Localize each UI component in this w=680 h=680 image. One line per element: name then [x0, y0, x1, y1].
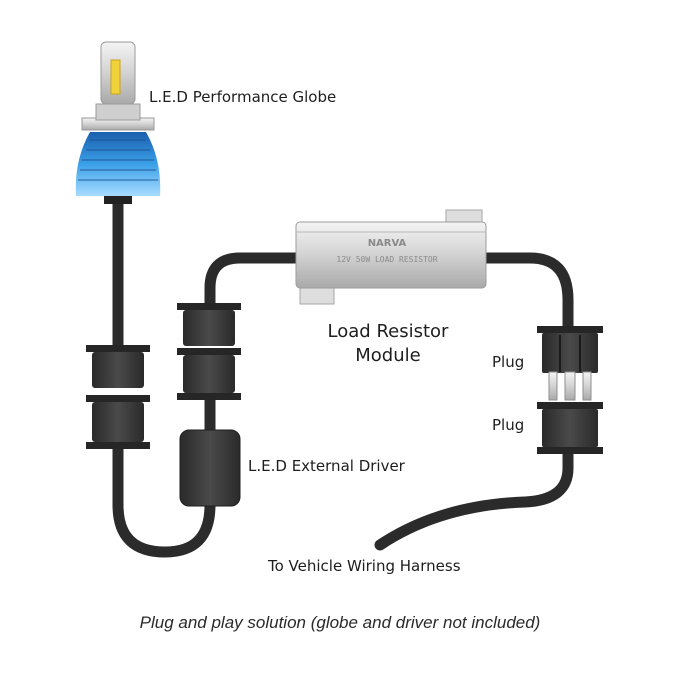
led-chip: [110, 59, 121, 95]
plug-bottom: [537, 402, 603, 454]
globe-base: [104, 196, 132, 204]
diagram-caption: Plug and play solution (globe and driver…: [139, 613, 541, 632]
cable-to-harness: [374, 444, 574, 551]
cable-to-resistor: [204, 252, 306, 314]
globe-neck: [95, 103, 141, 121]
label-load-resistor: Load Resistor Module: [318, 320, 458, 368]
resistor-brand: NARVA: [368, 238, 407, 249]
led-globe-icon: [75, 41, 161, 204]
cable-resistor-right: [479, 252, 574, 336]
label-led-globe: L.E.D Performance Globe: [149, 88, 337, 106]
plug-top: [537, 326, 603, 401]
led-driver-icon: [179, 429, 241, 507]
resistor-rating: 12V 50W LOAD RESISTOR: [336, 255, 437, 264]
resistor-input-connector: [177, 303, 241, 400]
cables: [112, 192, 574, 558]
label-plug-top: Plug: [492, 353, 525, 371]
globe-heatsink: [75, 132, 161, 196]
globe-connector: [86, 345, 150, 449]
label-led-driver: L.E.D External Driver: [248, 457, 405, 475]
cable-left-loop: [112, 434, 216, 558]
label-plug-bottom: Plug: [492, 416, 525, 434]
load-resistor-icon: NARVA 12V 50W LOAD RESISTOR: [295, 209, 487, 305]
label-load-resistor-line2: Module: [355, 345, 421, 366]
label-load-resistor-line1: Load Resistor: [327, 321, 449, 342]
label-vehicle-harness: To Vehicle Wiring Harness: [268, 557, 461, 575]
